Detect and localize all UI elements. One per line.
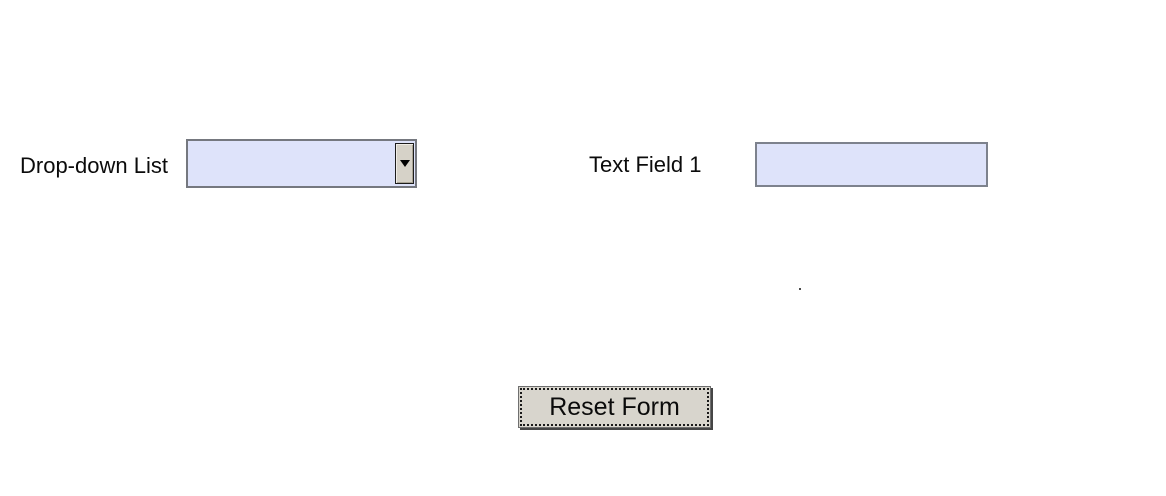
dropdown-label: Drop-down List <box>20 153 168 178</box>
dropdown-expand-button[interactable] <box>395 143 414 184</box>
caret-down-icon <box>399 160 410 167</box>
stray-mark <box>799 288 801 290</box>
reset-form-button-label: Reset Form <box>549 393 680 421</box>
text-field-label: Text Field 1 <box>589 152 702 177</box>
reset-form-button[interactable]: Reset Form <box>518 386 711 428</box>
text-field-input[interactable] <box>755 142 988 187</box>
dropdown-list-field[interactable] <box>186 139 417 188</box>
